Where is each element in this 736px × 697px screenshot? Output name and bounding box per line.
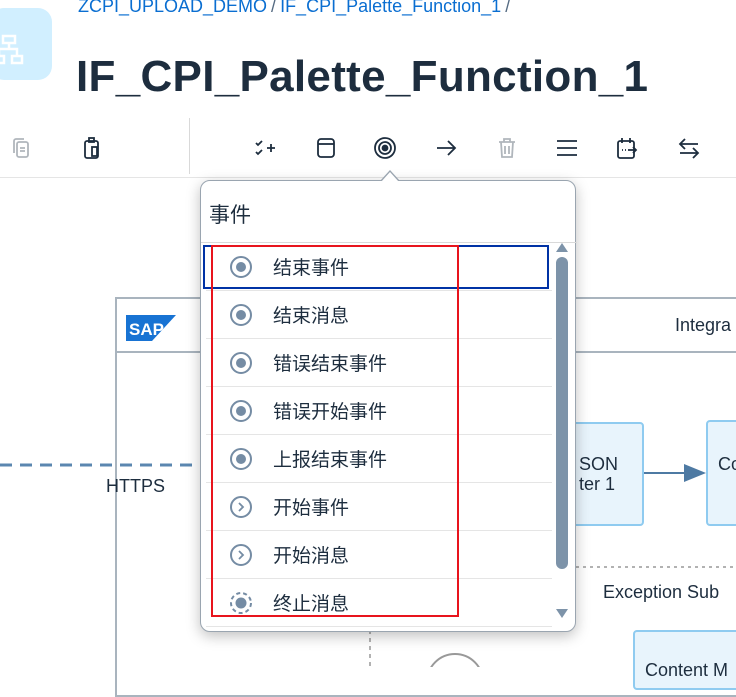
breadcrumb-separator: / — [271, 0, 277, 16]
toolbar-divider — [189, 118, 190, 174]
popover-item[interactable]: 结束消息 — [206, 291, 552, 339]
escalation-end-event-icon — [230, 447, 252, 470]
divider — [201, 242, 577, 243]
event-palette-popover: 事件 结束事件结束消息错误结束事件错误开始事件上报结束事件开始事件开始消息终止消… — [200, 180, 577, 632]
popover-item[interactable]: 开始事件 — [206, 483, 552, 531]
popover-item[interactable]: 错误结束事件 — [206, 339, 552, 387]
error-end-event-icon — [230, 351, 252, 374]
arrow-right-icon[interactable] — [430, 132, 462, 164]
popover-item[interactable]: 错误开始事件 — [206, 387, 552, 435]
scrollbar-thumb[interactable] — [556, 257, 568, 569]
popover-item-label: 结束事件 — [273, 258, 350, 279]
popover-item-label: 终止消息 — [273, 594, 350, 615]
step-label: Co — [718, 454, 736, 474]
end-event-icon — [230, 255, 252, 278]
scroll-up-icon[interactable] — [556, 243, 568, 252]
step-label: Content M — [645, 660, 729, 680]
popover-item-label: 错误开始事件 — [273, 402, 388, 423]
copy-icon[interactable] — [5, 132, 37, 164]
delete-icon[interactable] — [491, 132, 523, 164]
toolbar — [0, 120, 736, 290]
popover-item-label: 上报结束事件 — [273, 450, 388, 471]
terminate-message-icon — [230, 591, 252, 614]
popover-item-label: 开始消息 — [273, 546, 350, 567]
exception-subprocess-label: Exception Sub — [603, 582, 720, 602]
pool-title: Integra — [675, 315, 732, 335]
step-label: SON — [579, 454, 619, 474]
svg-text:SAP: SAP — [129, 320, 164, 339]
scroll-down-icon[interactable] — [556, 609, 568, 618]
checklist-add-icon[interactable] — [249, 132, 281, 164]
popover-item[interactable]: 上报结束事件 — [206, 435, 552, 483]
container-icon[interactable] — [310, 132, 342, 164]
sender-channel-label: HTTPS — [106, 476, 166, 496]
next-step[interactable]: Co — [706, 420, 736, 526]
paste-icon[interactable] — [76, 132, 108, 164]
popover-item-label: 开始事件 — [273, 498, 350, 519]
canvas-lines — [0, 463, 736, 667]
breadcrumb-link[interactable]: IF_CPI_Palette_Function_1 — [280, 0, 502, 16]
page-title: IF_CPI_Palette_Function_1 — [76, 52, 649, 101]
start-message-icon — [230, 543, 252, 566]
menu-icon[interactable] — [551, 132, 583, 164]
transfer-icon[interactable] — [673, 132, 705, 164]
event-icon[interactable] — [369, 132, 401, 164]
popover-item[interactable]: 开始消息 — [206, 531, 552, 579]
integration-flow-icon — [0, 8, 52, 80]
popover-title: 事件 — [209, 204, 251, 227]
error-start-event-icon — [230, 399, 252, 422]
sap-logo: SAP — [126, 315, 176, 341]
step-label: ter 1 — [579, 474, 616, 494]
calendar-icon[interactable] — [611, 132, 643, 164]
breadcrumb-link[interactable]: ZCPI_UPLOAD_DEMO — [78, 0, 268, 16]
popover-arrow — [381, 172, 399, 182]
popover-item[interactable]: 终止消息 — [206, 579, 552, 627]
breadcrumb-separator: / — [505, 0, 511, 16]
content-modifier-step[interactable]: Content M — [633, 630, 736, 690]
popover-item-label: 错误结束事件 — [273, 354, 388, 375]
start-event-icon — [230, 495, 252, 518]
breadcrumb: ZCPI_UPLOAD_DEMO/IF_CPI_Palette_Function… — [78, 0, 514, 17]
popover-item-label: 结束消息 — [273, 306, 350, 327]
highlight-box — [211, 245, 459, 617]
end-message-icon — [230, 303, 252, 326]
popover-item[interactable]: 结束事件 — [206, 243, 552, 291]
